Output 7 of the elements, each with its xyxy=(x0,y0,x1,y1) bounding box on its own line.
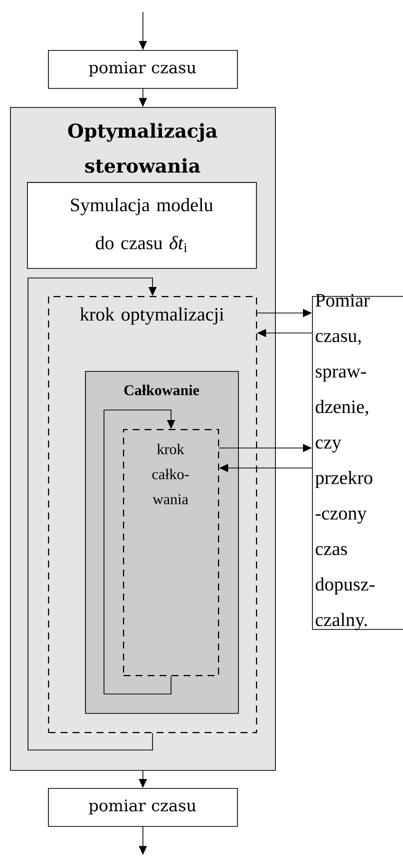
process-box: pomiar czasu xyxy=(48,788,238,827)
process-box: Symulacja modelu do czasu δt$_{i}$ xyxy=(27,182,257,269)
arrow xyxy=(28,278,157,750)
process-box: Pomiar czasu, spraw- dzenie, czy przekro -czony czas dopusz- czalny. xyxy=(312,294,403,630)
loop-box: krok całko- wania xyxy=(123,429,220,676)
arrow xyxy=(104,410,176,694)
process-box: pomiar czasu xyxy=(48,50,238,89)
